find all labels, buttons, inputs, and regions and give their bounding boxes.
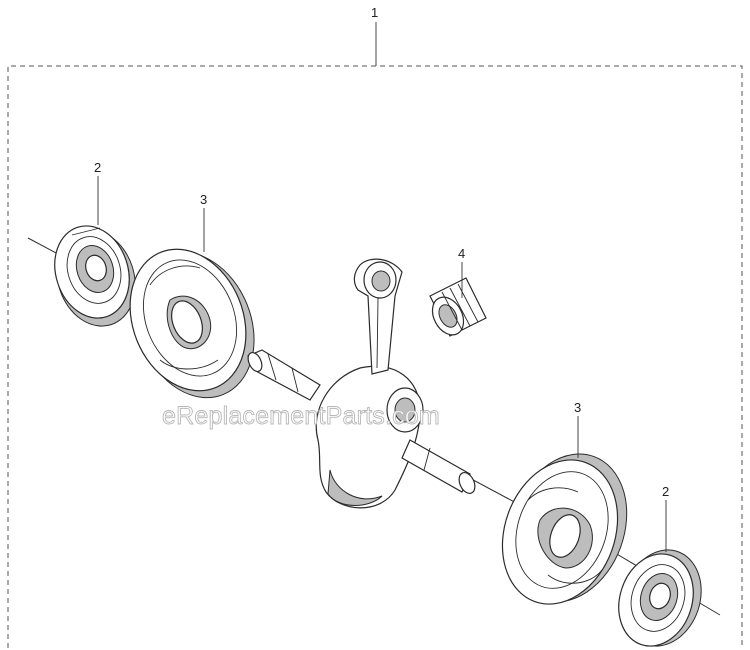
- crankshaft[interactable]: [245, 258, 478, 509]
- callout-3-left[interactable]: 3: [200, 192, 207, 207]
- callout-1[interactable]: 1: [371, 5, 378, 20]
- ball-bearing-left[interactable]: [43, 216, 147, 336]
- callout-leaders: [97, 176, 667, 552]
- callout-2-left[interactable]: 2: [94, 160, 101, 175]
- callout-4[interactable]: 4: [458, 246, 465, 261]
- watermark-text: eReplacementParts.com: [162, 402, 440, 430]
- assembly-frame: [7, 22, 743, 648]
- crankcase-seal-right[interactable]: [483, 437, 647, 620]
- needle-bearing[interactable]: [426, 277, 487, 340]
- callout-2-right[interactable]: 2: [662, 484, 669, 499]
- crankcase-seal-left[interactable]: [110, 232, 275, 416]
- ball-bearing-right[interactable]: [607, 540, 713, 650]
- callout-3-right[interactable]: 3: [574, 400, 581, 415]
